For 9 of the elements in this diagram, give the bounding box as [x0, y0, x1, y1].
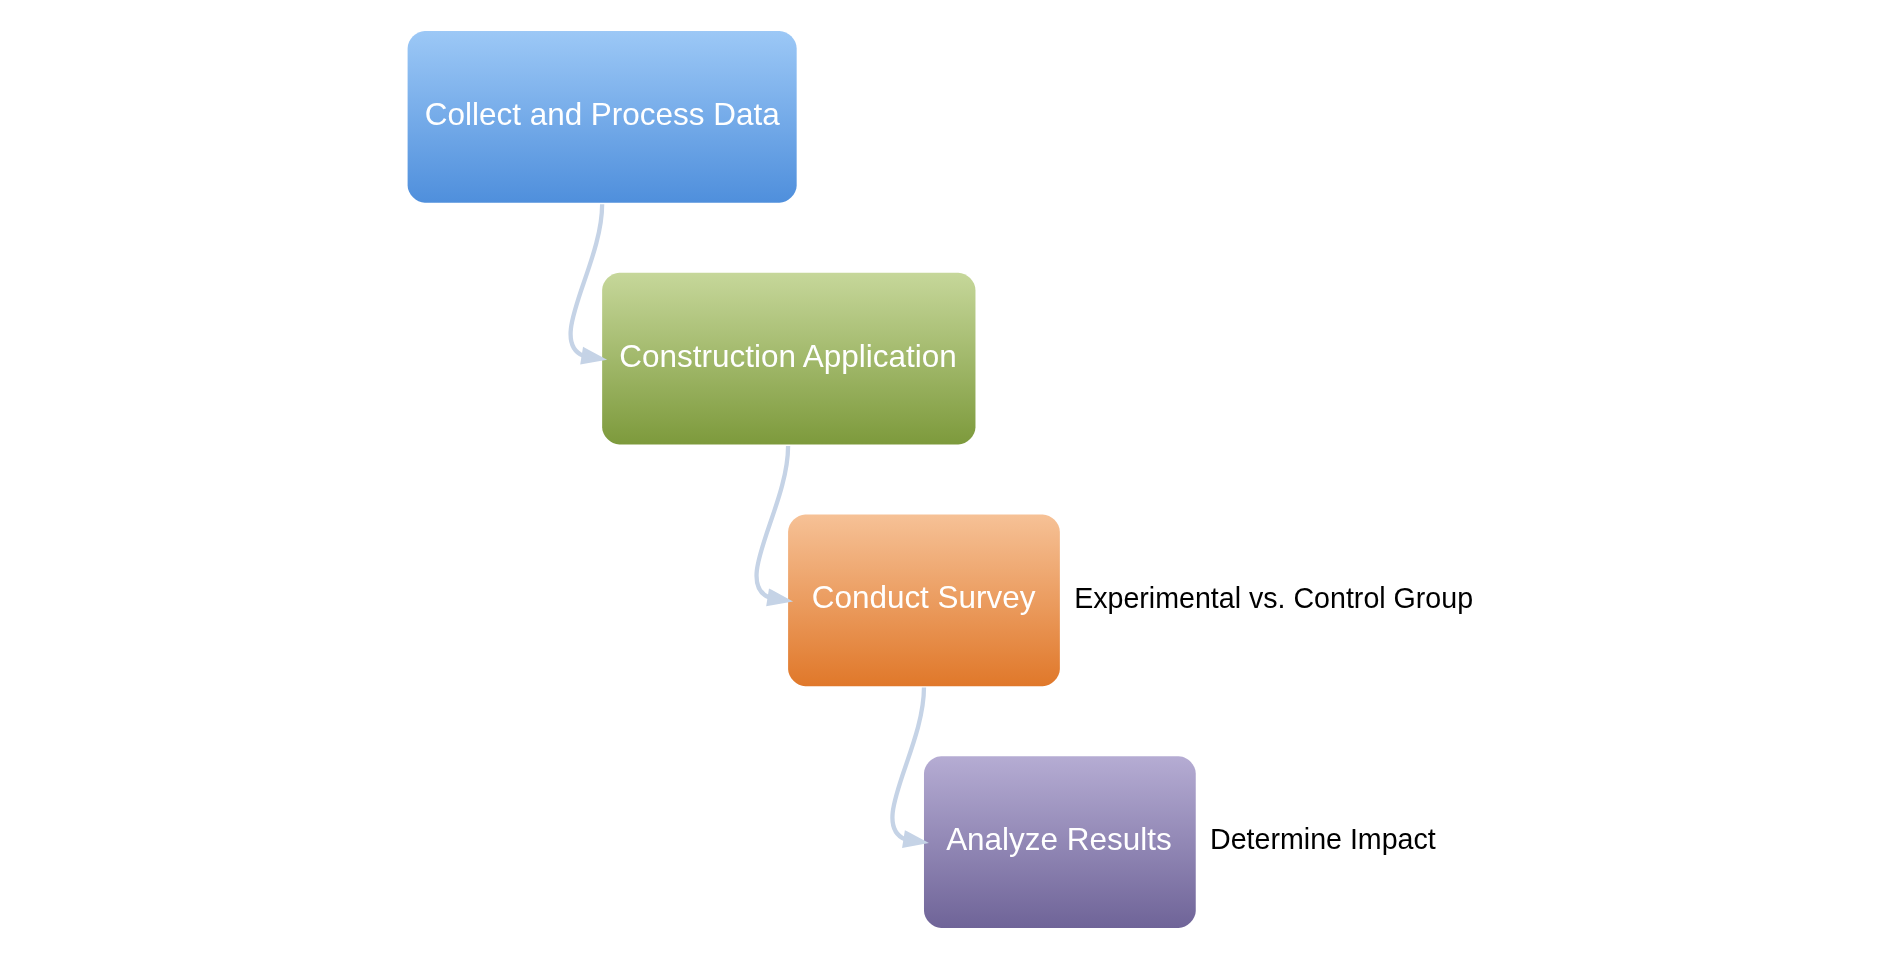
arrow: [568, 204, 608, 365]
node-box: Conduct Survey: [788, 514, 1060, 687]
arrow: [754, 445, 794, 607]
arrow: [890, 687, 929, 848]
node-label: Experimental vs. Control Group: [1074, 581, 1474, 614]
node-box: Collect and Process Data: [407, 31, 797, 203]
node-box: Construction Application: [602, 272, 976, 445]
node-box: Analyze Results: [924, 756, 1196, 928]
node-label: Determine Impact: [1210, 823, 1436, 856]
